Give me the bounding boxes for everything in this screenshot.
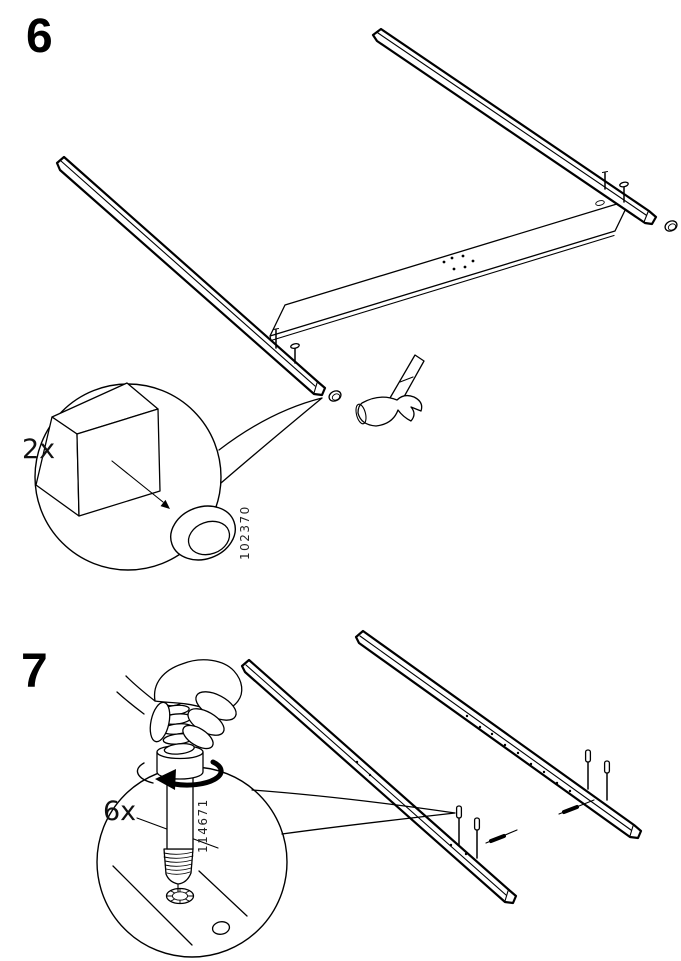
- side-rail-lower: [240, 658, 518, 905]
- rotation-arrow-icon: [136, 759, 224, 790]
- step6-part-number: 102370: [238, 505, 252, 560]
- side-hole: [211, 921, 231, 935]
- screw-holes: [355, 760, 468, 856]
- step7-diagram: [96, 629, 643, 958]
- double-ended-bolt-icon: [455, 805, 518, 859]
- magnifier-beak: [218, 397, 323, 484]
- corner-block: [35, 382, 161, 517]
- nail-pins-left: [272, 327, 300, 364]
- step6-quantity-label: 2x: [22, 434, 56, 465]
- pilot-holes: [442, 254, 475, 271]
- center-beam: [269, 199, 631, 342]
- step6-number: 6: [26, 10, 53, 63]
- side-rail-top: [371, 27, 658, 226]
- hand-screwing-icon: [116, 659, 243, 750]
- step7-quantity-label: 6x: [103, 796, 137, 827]
- magnifier-bubble-step7: [96, 659, 456, 958]
- nail-pins-right: [595, 170, 629, 206]
- magnifier-bubble-step6: [34, 382, 323, 571]
- side-rail-left: [55, 155, 327, 397]
- screw-holes: [465, 714, 572, 793]
- threaded-insert-hole: [165, 887, 195, 905]
- hammer-icon: [355, 354, 425, 427]
- insert-arrow: [111, 460, 170, 509]
- step7-number: 7: [21, 645, 48, 698]
- side-rail-upper: [354, 629, 643, 840]
- step7-part-number: 114671: [196, 798, 210, 853]
- step6-diagram: [34, 27, 678, 571]
- double-ended-bolt-icon: [558, 749, 611, 815]
- nail-cap-icon: [328, 220, 678, 402]
- nail-cap-magnified: [170, 505, 236, 561]
- magnifier-beak: [251, 789, 456, 835]
